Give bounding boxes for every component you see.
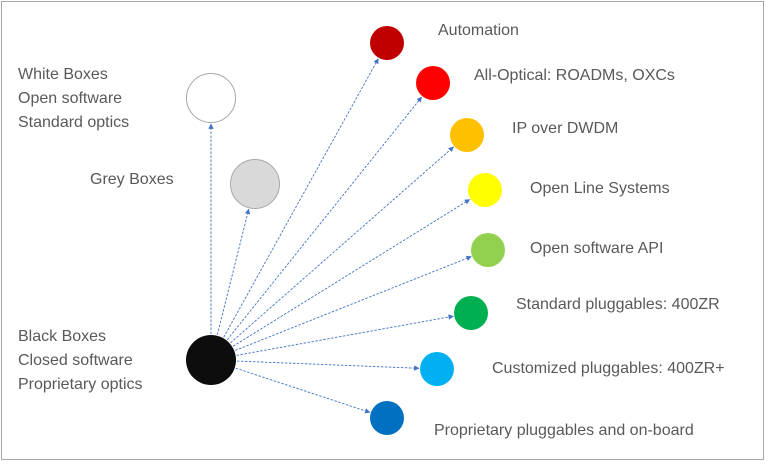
- standard-pluggables-label: Standard pluggables: 400ZR: [516, 296, 720, 313]
- grey-box-label: Grey Boxes: [90, 168, 174, 192]
- black-box-line-3: Proprietary optics: [18, 376, 143, 393]
- arrow-to-open-software-api: [212, 255, 472, 360]
- customized-pluggables-node: [420, 352, 454, 386]
- arrow-to-open-line-systems: [212, 199, 471, 360]
- white-box-line-2: Open software: [18, 90, 123, 107]
- arrow-to-standard-pluggables: [212, 314, 454, 361]
- white-box-node: [186, 73, 236, 123]
- black-box-label: Black Boxes Closed software Proprietary …: [18, 325, 143, 397]
- arrow-to-automation: [211, 58, 379, 359]
- open-software-api-node: [471, 233, 505, 267]
- grey-box-node: [230, 159, 280, 209]
- grey-box-line-1: Grey Boxes: [90, 171, 174, 188]
- customized-pluggables-label: Customized pluggables: 400ZR+: [492, 360, 725, 377]
- automation-node: [370, 26, 404, 60]
- proprietary-pluggables-node: [370, 401, 404, 435]
- white-box-line-1: White Boxes: [18, 66, 108, 83]
- ip-over-dwdm-node: [450, 118, 484, 152]
- open-line-systems-label: Open Line Systems: [530, 180, 670, 197]
- arrow-to-customized-pluggables: [212, 359, 420, 371]
- proprietary-pluggables-label: Proprietary pluggables and on-board: [434, 422, 694, 439]
- black-box-line-2: Closed software: [18, 352, 133, 369]
- black-box-line-1: Black Boxes: [18, 328, 107, 345]
- arrow-to-ip-over-dwdm: [212, 146, 454, 360]
- all-optical-label: All-Optical: ROADMs, OXCs: [474, 67, 675, 84]
- all-optical-node: [416, 66, 450, 100]
- automation-label: Automation: [438, 22, 519, 39]
- arrow-to-grey-box: [211, 208, 251, 359]
- black-box-node: [186, 335, 236, 385]
- open-software-api-label: Open software API: [530, 240, 664, 257]
- arrow-to-proprietary-pluggables: [212, 360, 371, 414]
- standard-pluggables-node: [454, 296, 488, 330]
- white-box-line-3: Standard optics: [18, 114, 130, 131]
- open-line-systems-node: [468, 173, 502, 207]
- white-box-label: White Boxes Open software Standard optic…: [18, 63, 129, 135]
- ip-over-dwdm-label: IP over DWDM: [512, 120, 619, 137]
